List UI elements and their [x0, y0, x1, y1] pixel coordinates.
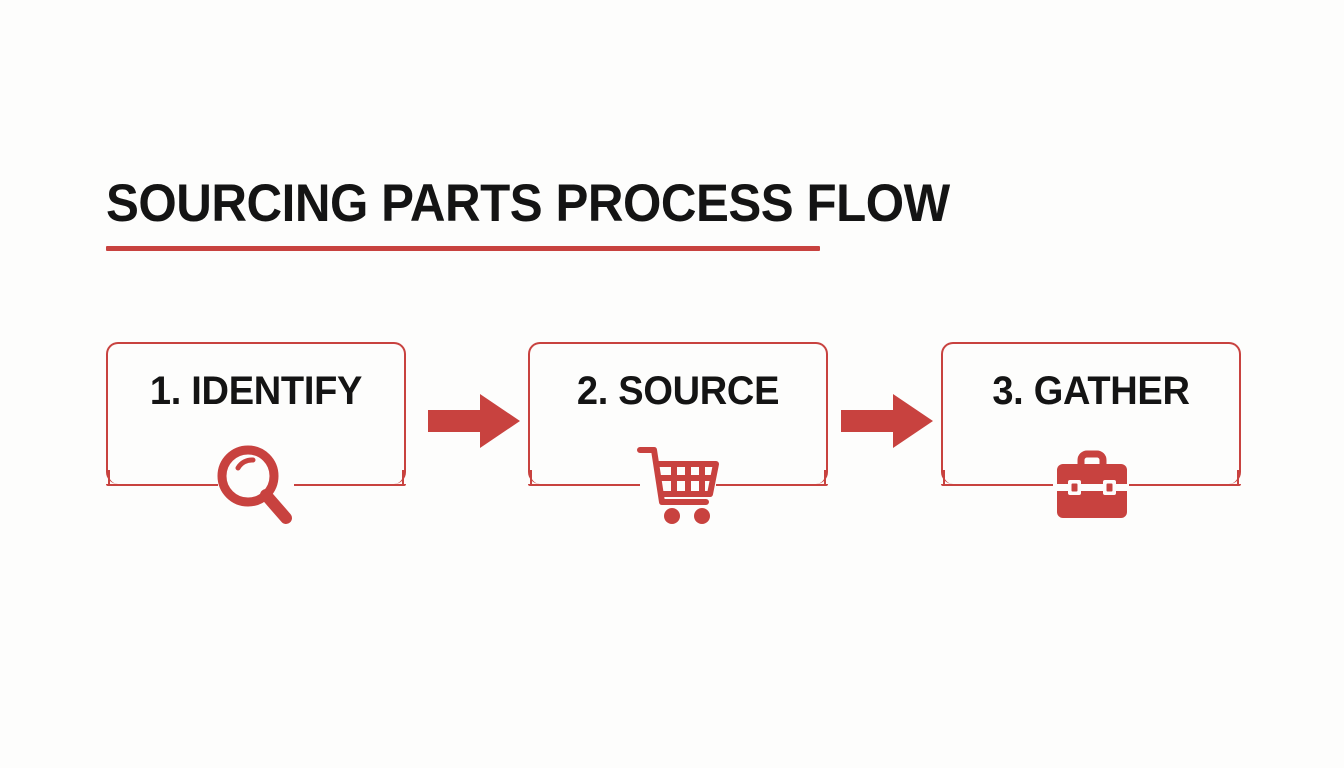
magnifier-icon	[217, 445, 292, 524]
step-frame	[941, 342, 1241, 486]
arrow-right-icon	[841, 394, 933, 448]
frame-side-left	[108, 470, 110, 484]
shopping-cart-icon	[637, 447, 719, 524]
frame-side-right	[824, 470, 826, 484]
step-frame	[528, 342, 828, 486]
step-label-source: 2. SOURCE	[576, 369, 780, 413]
title-underline-rule	[106, 246, 820, 251]
frame-side-right	[402, 470, 404, 484]
page-title-block: SOURCING PARTS PROCESS FLOW	[106, 174, 950, 251]
page-title: SOURCING PARTS PROCESS FLOW	[106, 174, 950, 233]
frame-side-left	[530, 470, 532, 484]
arrow-right-icon	[428, 394, 520, 448]
toolbox-icon	[1057, 450, 1127, 518]
step-label-gather: 3. GATHER	[992, 369, 1190, 413]
process-step-gather[interactable]: 3. GATHER	[941, 342, 1241, 518]
process-step-source[interactable]: 2. SOURCE	[528, 342, 828, 524]
step-label-identify: 1. IDENTIFY	[149, 369, 363, 413]
process-flow-row: 1. IDENTIFY 2. SOURCE	[106, 342, 1246, 524]
step-frame	[106, 342, 406, 486]
process-step-identify[interactable]: 1. IDENTIFY	[106, 342, 406, 524]
frame-side-left	[943, 470, 945, 484]
frame-side-right	[1237, 470, 1239, 484]
